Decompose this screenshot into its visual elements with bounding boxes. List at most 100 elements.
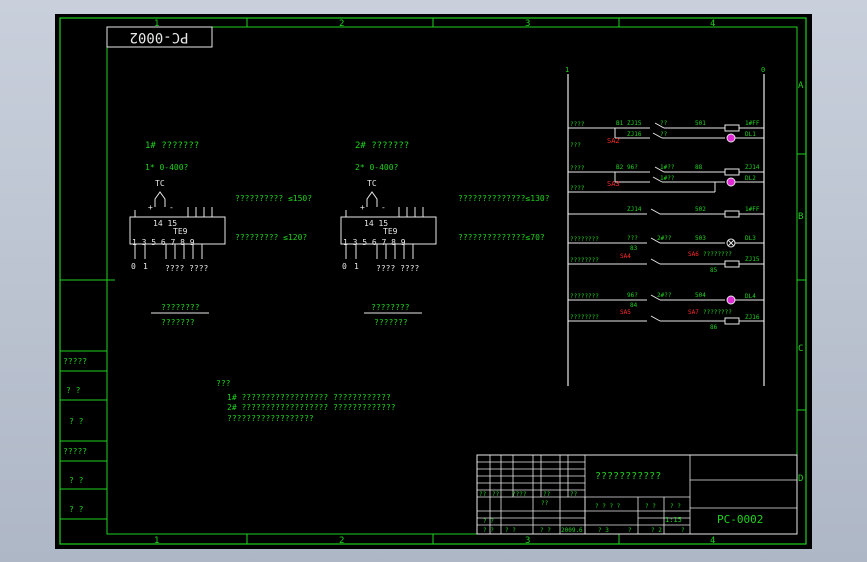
tb-row1-3: ????: [512, 491, 527, 498]
rung1-tag-1: B1: [616, 120, 624, 127]
rung5-end-bot: ZJ16: [745, 314, 760, 321]
ladder-rung-4: ???????? ???????? ??? 2#?? SA4 83 SA6 ??…: [568, 235, 764, 274]
tb-bottom-3: ? 3: [598, 527, 609, 534]
rung4-num2: 85: [710, 267, 718, 274]
zone-row-c: C: [798, 344, 803, 354]
rung1-left-2: ???: [570, 142, 581, 149]
notes-head: ???: [216, 379, 231, 388]
ladder-rung-2: ???? ???? B2 96? SA3 1#?? 1#?? 88 ZJ14 D…: [568, 164, 764, 193]
notes-block: ??? 1# ?????????????????? ???????????? 2…: [216, 379, 396, 423]
unit2-tc-label: TC: [367, 179, 377, 188]
zone-col-2-top: 2: [339, 19, 344, 29]
notes-line-3: ??????????????????: [227, 414, 314, 423]
rung1-num: 501: [695, 120, 706, 127]
unit1-minus: -: [169, 203, 174, 212]
rung4-sa: SA4: [620, 253, 631, 260]
rung5-num2: 86: [710, 324, 718, 331]
unit2-qq: ???? ????: [376, 264, 420, 273]
unit1-set-high: ?????????? ≤150?: [235, 194, 312, 203]
rung2-q1: 1#??: [660, 164, 675, 171]
ladder-rail-right-label: 0: [761, 66, 765, 74]
unit2-zero: 0: [342, 262, 347, 271]
unit1-title: 1# ???????: [145, 141, 199, 151]
unit1-set-low: ????????? ≤120?: [235, 233, 307, 242]
rung1-q1: ??: [660, 120, 668, 127]
unit2-range: 2* 0-400?: [355, 163, 399, 172]
rung4-end-top: DL3: [745, 235, 756, 242]
rung3-end-top: 1#FF: [745, 206, 760, 213]
unit2-one: 1: [354, 262, 359, 271]
rung2-tag-1: B2: [616, 164, 624, 171]
unit1-signal-top: ????????: [161, 303, 200, 312]
tb-left-cell-2: ? ?: [483, 527, 494, 534]
rung2-left-1: ????: [570, 165, 585, 172]
rung4-tag-1: ???: [627, 235, 638, 242]
title-block-drawing-title: ???????????: [595, 471, 661, 482]
left-strip-3: ? ?: [69, 417, 84, 426]
unit1-tc-label: TC: [155, 179, 165, 188]
rung4-end-bot: ZJ15: [745, 256, 760, 263]
rung5-end-top: DL4: [745, 293, 756, 300]
inner-frame: [106, 26, 798, 535]
unit2-title: 2# ???????: [355, 141, 409, 151]
rung4-tag-2: 2#??: [657, 235, 672, 242]
unit2-terminal-pins: [345, 207, 424, 259]
title-block-grid: [477, 455, 797, 534]
unit1-zero: 0: [131, 262, 136, 271]
ladder-rung-1: ???? ??? B1 ZJ15 ZJ16 SA2 ?? ?? 501 1#FF…: [568, 120, 764, 149]
unit1-one: 1: [143, 262, 148, 271]
unit1-thermocouple-symbol: [154, 191, 166, 207]
zone-col-3-top: 3: [525, 19, 530, 29]
unit1-signal-bottom: ???????: [161, 318, 195, 327]
zone-col-4-top: 4: [710, 19, 715, 29]
left-strip-lines: [60, 279, 115, 520]
rung2-end-top: ZJ14: [745, 164, 760, 171]
tb-bottom-1: ? ?: [505, 527, 516, 534]
unit2-thermocouple-symbol: [366, 191, 378, 207]
left-strip-4: ?????: [63, 447, 87, 456]
rung1-tag-2: ZJ15: [627, 120, 642, 127]
zone-col-4-bottom: 4: [710, 536, 715, 546]
left-strip-6: ? ?: [69, 505, 84, 514]
unit2-panel: 2# ??????? 2* 0-400? TC + - 14 15 TE9 1 …: [340, 141, 550, 327]
rung4-sa2: SA6: [688, 251, 699, 258]
rung1-sa: SA2: [607, 137, 620, 145]
rung3-num: 502: [695, 206, 706, 213]
ladder-rung-5: ???????? ???????? 96? 2#?? SA5 84 SA7 ??…: [568, 292, 764, 331]
notes-line-1: 1# ?????????????????? ????????????: [227, 393, 391, 402]
zone-row-d: D: [798, 474, 803, 484]
tb-sheet-q: ? ? ? ?: [595, 503, 621, 510]
rung4-num: 503: [695, 235, 706, 242]
tb-bottom-date: 2009.6: [561, 527, 583, 534]
ladder-rung-3: ZJ14 502 1#FF: [568, 206, 764, 218]
drawing-sheet: PC-0002 1 2 3 4 1 2 3 4 A B C D ????? ? …: [55, 14, 812, 549]
zone-col-3-bottom: 3: [525, 536, 530, 546]
tb-bottom-5: ? 2: [651, 527, 662, 534]
unit2-terminals: 1 3 5 6 7 8 9: [343, 238, 406, 247]
title-block-number: PC-0002: [717, 513, 763, 526]
rung4-left-1: ????????: [570, 236, 599, 243]
unit1-terminals: 1 3 5 6 7 8 9: [132, 238, 195, 247]
left-strip-2: ? ?: [66, 386, 81, 395]
rung5-tag-1: 96?: [627, 292, 638, 299]
rung1-end-bot: DL1: [745, 131, 756, 138]
title-block: ??????????? PC-0002 ?? ?? ???? ?? ?? ?? …: [476, 454, 798, 535]
zone-col-1-bottom: 1: [154, 536, 159, 546]
rung5-tag-2: 2#??: [657, 292, 672, 299]
left-strip-5: ? ?: [69, 476, 84, 485]
tb-row1-5: ??: [570, 491, 578, 498]
rung2-tag-2: 96?: [627, 164, 638, 171]
rung1-left-1: ????: [570, 121, 585, 128]
unit1-range: 1* 0-400?: [145, 163, 189, 172]
rung3-tag: ZJ14: [627, 206, 642, 213]
unit2-set-low: ??????????????≤70?: [458, 233, 545, 242]
unit2-signal-top: ????????: [371, 303, 410, 312]
rung2-end-bot: DL2: [745, 175, 756, 182]
tb-scale: 1:15: [665, 516, 682, 524]
tb-left-cell-1: ? ?: [483, 518, 494, 525]
rung5-left-2: ????????: [570, 314, 599, 321]
unit1-terminal-pins: [134, 207, 213, 259]
tb-row1-2: ??: [492, 491, 500, 498]
rung1-q2: ??: [660, 131, 668, 138]
unit1-controller-box: [129, 216, 226, 245]
